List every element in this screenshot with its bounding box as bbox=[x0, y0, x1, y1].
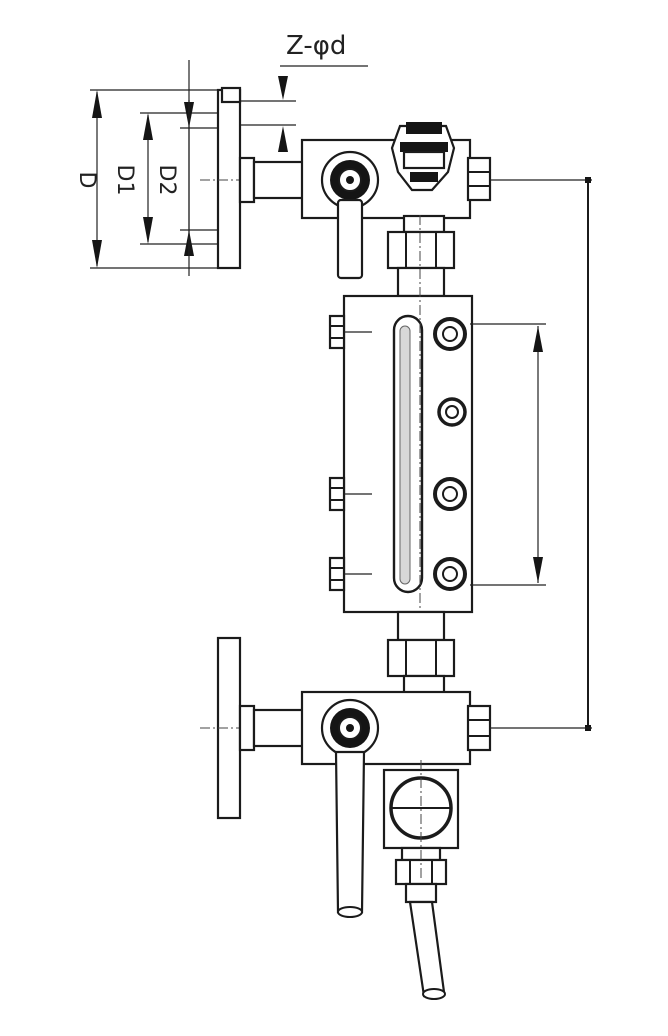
hex-nut-icon bbox=[328, 476, 372, 512]
arrowhead-icon bbox=[533, 557, 543, 583]
bolt-icon bbox=[433, 557, 467, 591]
hex-nut-icon bbox=[466, 704, 492, 752]
bolt-icon bbox=[220, 86, 242, 104]
upper-flange bbox=[200, 86, 306, 270]
arrowhead-icon bbox=[143, 113, 153, 140]
arrowhead-icon bbox=[278, 76, 288, 100]
center-distance-dimension bbox=[585, 177, 591, 731]
bolt-hole-dimension: Z-φd bbox=[240, 31, 368, 152]
hex-nut-icon bbox=[386, 230, 456, 270]
label-d: D bbox=[74, 172, 99, 189]
hex-nut-icon bbox=[386, 638, 456, 678]
upper-handle bbox=[336, 198, 364, 280]
bolt-icon bbox=[437, 397, 467, 427]
arrowhead-icon bbox=[143, 217, 153, 244]
bolt-icon bbox=[433, 317, 467, 351]
lower-flange bbox=[200, 636, 306, 820]
bolt-icon bbox=[433, 477, 467, 511]
flange-dimensions bbox=[90, 60, 238, 276]
drain-pipe bbox=[408, 900, 446, 998]
hex-nut-icon bbox=[328, 314, 372, 350]
label-bolt-holes: Z-φd bbox=[286, 31, 346, 61]
label-d2: D2 bbox=[154, 165, 179, 196]
drain-valve bbox=[382, 760, 460, 1000]
hex-nut-icon bbox=[466, 156, 492, 202]
label-d1: D1 bbox=[112, 165, 137, 196]
lower-union-nut bbox=[386, 610, 456, 696]
lower-valve-body bbox=[300, 690, 592, 918]
dimension-labels: D D1 D2 bbox=[74, 165, 179, 196]
upper-union-nut bbox=[386, 214, 456, 298]
gauge-body bbox=[328, 215, 474, 700]
hex-nut-icon bbox=[328, 556, 372, 592]
arrowhead-icon bbox=[278, 126, 288, 152]
upper-valve-body bbox=[300, 122, 592, 280]
lower-handle bbox=[334, 750, 366, 914]
arrowhead-icon bbox=[533, 326, 543, 352]
visible-range-dimension bbox=[470, 323, 546, 586]
arrowhead-icon bbox=[92, 240, 102, 268]
arrowhead-icon bbox=[92, 90, 102, 118]
